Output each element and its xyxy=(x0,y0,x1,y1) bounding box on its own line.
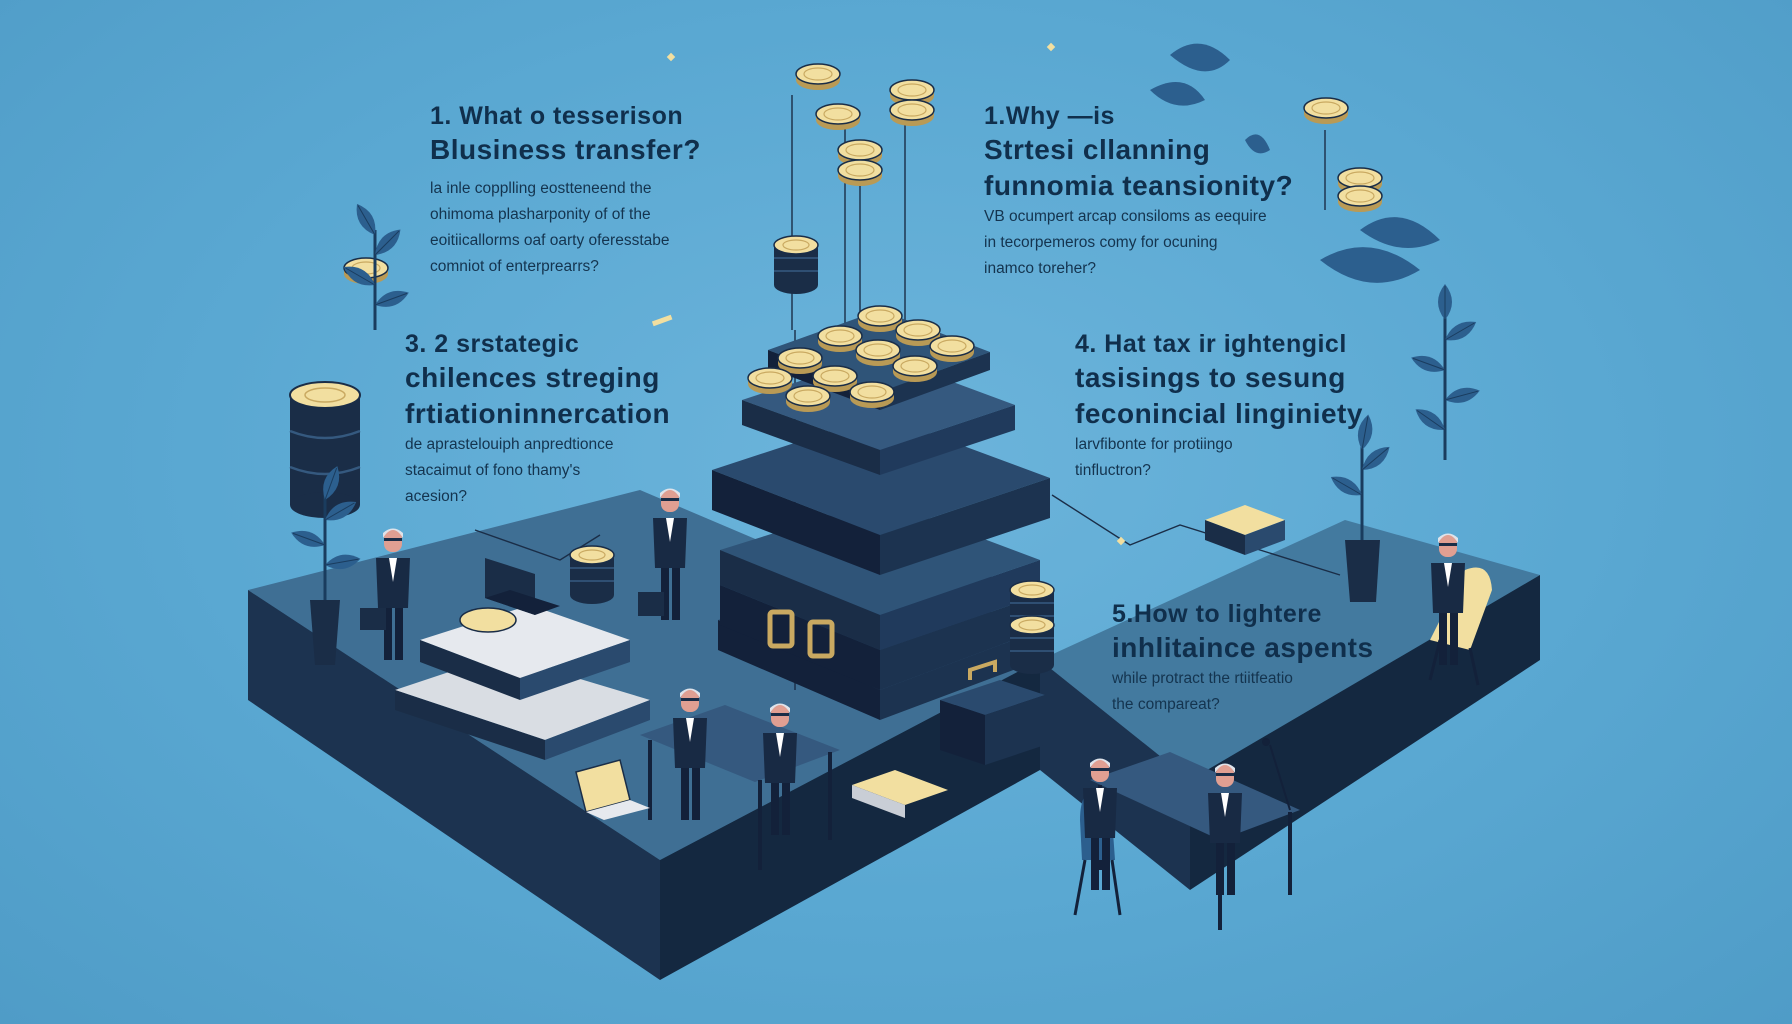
leaf-icon xyxy=(1150,43,1440,283)
question-detail-line: acesion? xyxy=(405,488,468,505)
coin-icon xyxy=(795,63,841,91)
question-detail-line: inamco toreher? xyxy=(984,260,1097,277)
laptop-icon xyxy=(575,759,650,820)
question-detail-line: VB ocumpert arcap consiloms as eequire xyxy=(984,208,1267,225)
question-title-line: funnomia teansionity? xyxy=(984,170,1294,201)
plant-icon xyxy=(1326,412,1395,602)
question-1: 1. What o tesserison Blusiness transfer?… xyxy=(430,100,701,280)
question-detail-line: la inle copplling eostteneend the xyxy=(430,180,652,197)
question-title-line: 3. 2 srstategic xyxy=(405,330,580,358)
question-title-line: 1.Why —is xyxy=(984,102,1115,130)
question-detail-line: tinfluctron? xyxy=(1075,462,1151,479)
question-title-line: inhlitaince aspents xyxy=(1112,632,1374,663)
coin-icon xyxy=(1303,97,1349,125)
briefcase-icon xyxy=(940,659,1045,765)
plant-icon xyxy=(1408,283,1483,460)
coin-icon xyxy=(837,159,883,187)
question-4: 4. Hat tax ir ightengicl tasisings to se… xyxy=(1075,328,1363,484)
question-title-line: Blusiness transfer? xyxy=(430,134,701,165)
coin-icon xyxy=(889,99,935,127)
coin-icon xyxy=(815,103,861,131)
question-detail-line: the compareat? xyxy=(1112,696,1220,713)
laptop-icon xyxy=(485,558,560,615)
question-2: 1.Why —is Strtesi cllanning funnomia tea… xyxy=(984,100,1293,282)
question-detail-line: de aprastelouiph anpredtionce xyxy=(405,436,614,453)
coin-icon xyxy=(569,545,615,605)
plant-icon xyxy=(339,199,412,330)
question-title-line: feconincial linginiety xyxy=(1075,398,1363,429)
question-3: 3. 2 srstategic chilences streging frtia… xyxy=(405,328,670,510)
question-title-line: 4. Hat tax ir ightengicl xyxy=(1075,330,1347,358)
question-detail-line: in tecorpemeros comy for ocuning xyxy=(984,234,1218,251)
microphone-icon xyxy=(1262,738,1291,811)
question-title-line: frtiationinnercation xyxy=(405,398,671,429)
question-detail-line: larvfibonte for protiingo xyxy=(1075,436,1233,453)
question-5: 5.How to lightere inhlitaince aspents wh… xyxy=(1112,598,1374,718)
question-detail-line: comniot of enterprearrs? xyxy=(430,258,599,275)
question-title-line: Strtesi cllanning xyxy=(984,134,1211,165)
question-detail-line: ohimoma plasharponity of of the xyxy=(430,206,651,223)
money-stack xyxy=(395,605,650,760)
question-title-line: 5.How to lightere xyxy=(1112,600,1322,628)
question-title-line: chilences streging xyxy=(405,362,660,393)
question-title-line: 1. What o tesserison xyxy=(430,102,684,130)
briefcase-icon xyxy=(638,592,664,616)
question-detail-line: stacaimut of fono thamy's xyxy=(405,462,581,479)
question-title-line: tasisings to sesung xyxy=(1075,362,1346,393)
question-detail-line: eoitiicallorms oaf oarty oferesstabe xyxy=(430,232,670,249)
money-bundle xyxy=(1205,505,1285,555)
plant-icon xyxy=(288,463,363,665)
money-bundle xyxy=(852,770,948,818)
briefcase-icon xyxy=(360,608,386,630)
question-detail-line: while protract the rtiitfeatio xyxy=(1112,670,1293,687)
coin-icon xyxy=(1337,185,1383,213)
coin-icon xyxy=(773,235,819,295)
